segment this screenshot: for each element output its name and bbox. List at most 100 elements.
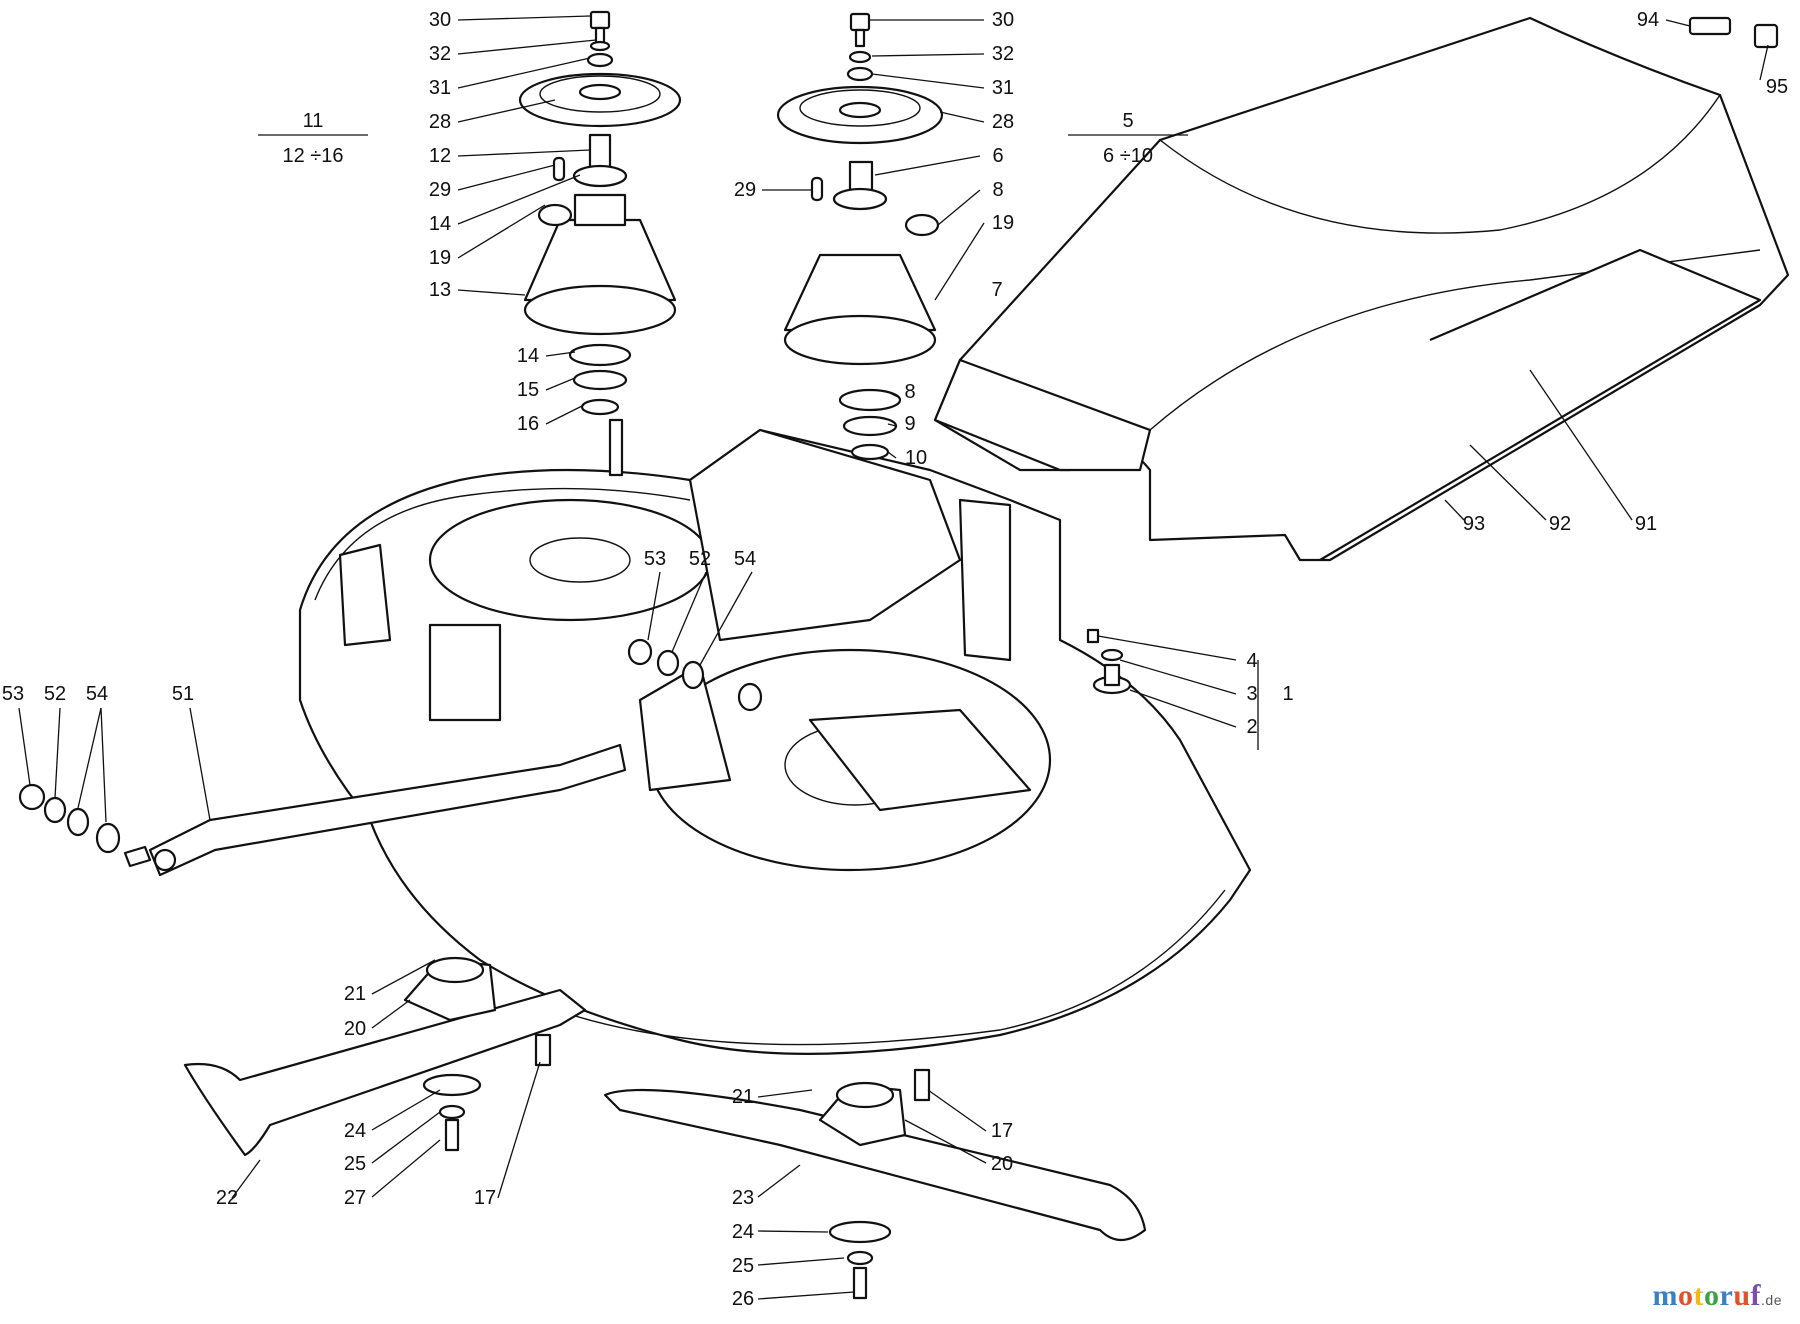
callout: 15 <box>517 379 539 401</box>
watermark-letter: o <box>1678 1279 1694 1312</box>
leader-line <box>457 204 546 259</box>
callout: 27 <box>344 1187 366 1209</box>
callout: 23 <box>732 1187 754 1209</box>
leader-line <box>100 707 107 823</box>
callout: 21 <box>344 983 366 1005</box>
leader-line <box>934 222 985 301</box>
leader-line <box>457 289 526 296</box>
callout: 17 <box>474 1187 496 1209</box>
callout: 6 <box>992 145 1003 167</box>
leader-line <box>647 571 661 641</box>
callout: 94 <box>1637 9 1659 31</box>
leader-line <box>937 189 981 226</box>
callout: 54 <box>86 683 108 705</box>
callout: 32 <box>429 43 451 65</box>
watermark-letter: r <box>1719 1279 1734 1312</box>
leader-line <box>457 15 591 21</box>
callout: 8 <box>992 179 1003 201</box>
leader-line <box>671 571 707 653</box>
callout: 31 <box>992 77 1014 99</box>
callout: 54 <box>734 548 756 570</box>
callout: 16 <box>517 413 539 435</box>
leader-line <box>939 111 985 123</box>
callout: 32 <box>992 43 1014 65</box>
leader-line <box>927 1089 987 1132</box>
callout: 30 <box>992 9 1014 31</box>
callout: 12 <box>429 145 451 167</box>
group-label-left: 11 12 ÷16 <box>282 110 343 167</box>
leader-line <box>1119 659 1237 695</box>
callout: 8 <box>904 381 915 403</box>
leader-line <box>887 423 897 427</box>
callout: 14 <box>517 345 539 367</box>
right-spindle-assembly <box>776 12 944 461</box>
watermark-word: motoruf <box>1653 1279 1762 1312</box>
leader-line <box>54 707 61 799</box>
callout: 25 <box>732 1255 754 1277</box>
callout: 92 <box>1549 513 1571 535</box>
callout: 25 <box>344 1153 366 1175</box>
leader-line <box>457 99 556 123</box>
watermark-letter: u <box>1733 1279 1751 1312</box>
callout: 19 <box>992 212 1014 234</box>
group-brackets <box>258 134 1259 750</box>
leader-line <box>457 149 591 157</box>
leader-line <box>189 707 211 821</box>
callout: 13 <box>429 279 451 301</box>
leader-line <box>231 1159 261 1199</box>
group-right-top: 5 <box>1122 110 1133 132</box>
left-spindle-assembly <box>518 10 682 477</box>
leader-line <box>1665 19 1691 27</box>
group-left-bottom: 12 ÷16 <box>282 145 343 167</box>
group-right-bottom: 6 ÷10 <box>1103 145 1153 167</box>
leader-line <box>871 53 985 57</box>
watermark-letter: m <box>1652 1279 1679 1312</box>
watermark-letter: t <box>1693 1279 1705 1312</box>
leader-line <box>545 377 576 391</box>
callout: 29 <box>734 179 756 201</box>
leader-line <box>757 1089 813 1098</box>
callout: 53 <box>2 683 24 705</box>
leader-line <box>457 57 591 89</box>
callout: 19 <box>429 247 451 269</box>
leader-line <box>1129 689 1237 728</box>
callout: 28 <box>992 111 1014 133</box>
callout: 28 <box>429 111 451 133</box>
leader-line <box>457 164 556 191</box>
callout: 3 <box>1246 683 1257 705</box>
callout: 2 <box>1246 716 1257 738</box>
leader-line <box>77 707 102 809</box>
watermark-suffix: .de <box>1761 1292 1782 1308</box>
callout: 51 <box>172 683 194 705</box>
group-label-right: 5 6 ÷10 <box>1103 110 1153 167</box>
leader-line <box>757 1164 801 1198</box>
leader-line <box>371 1089 441 1131</box>
leader-line <box>457 39 597 55</box>
leader-line <box>1529 369 1633 521</box>
callout: 52 <box>44 683 66 705</box>
callout: 10 <box>905 447 927 469</box>
callout: 22 <box>216 1187 238 1209</box>
callout: 1 <box>1282 683 1293 705</box>
bushing-stack-part <box>18 638 763 854</box>
leader-line <box>904 1119 987 1164</box>
leader-line <box>1469 444 1547 521</box>
leader-line <box>887 391 901 399</box>
leader-line <box>1759 44 1769 81</box>
callout: 31 <box>429 77 451 99</box>
callout: 26 <box>732 1288 754 1310</box>
callout: 24 <box>732 1221 754 1243</box>
leader-line <box>757 1257 845 1266</box>
callouts: 30 32 31 28 12 29 14 19 13 14 15 16 30 3… <box>2 9 1788 1310</box>
leader-line <box>497 1061 541 1199</box>
callout: 7 <box>991 279 1002 301</box>
callout: 30 <box>429 9 451 31</box>
leader-line <box>371 959 436 995</box>
leader-line <box>1097 635 1237 661</box>
callout: 14 <box>429 213 451 235</box>
leader-line <box>757 1230 829 1233</box>
bolt-94-95-part <box>1688 16 1779 49</box>
leader-line <box>371 1111 441 1164</box>
